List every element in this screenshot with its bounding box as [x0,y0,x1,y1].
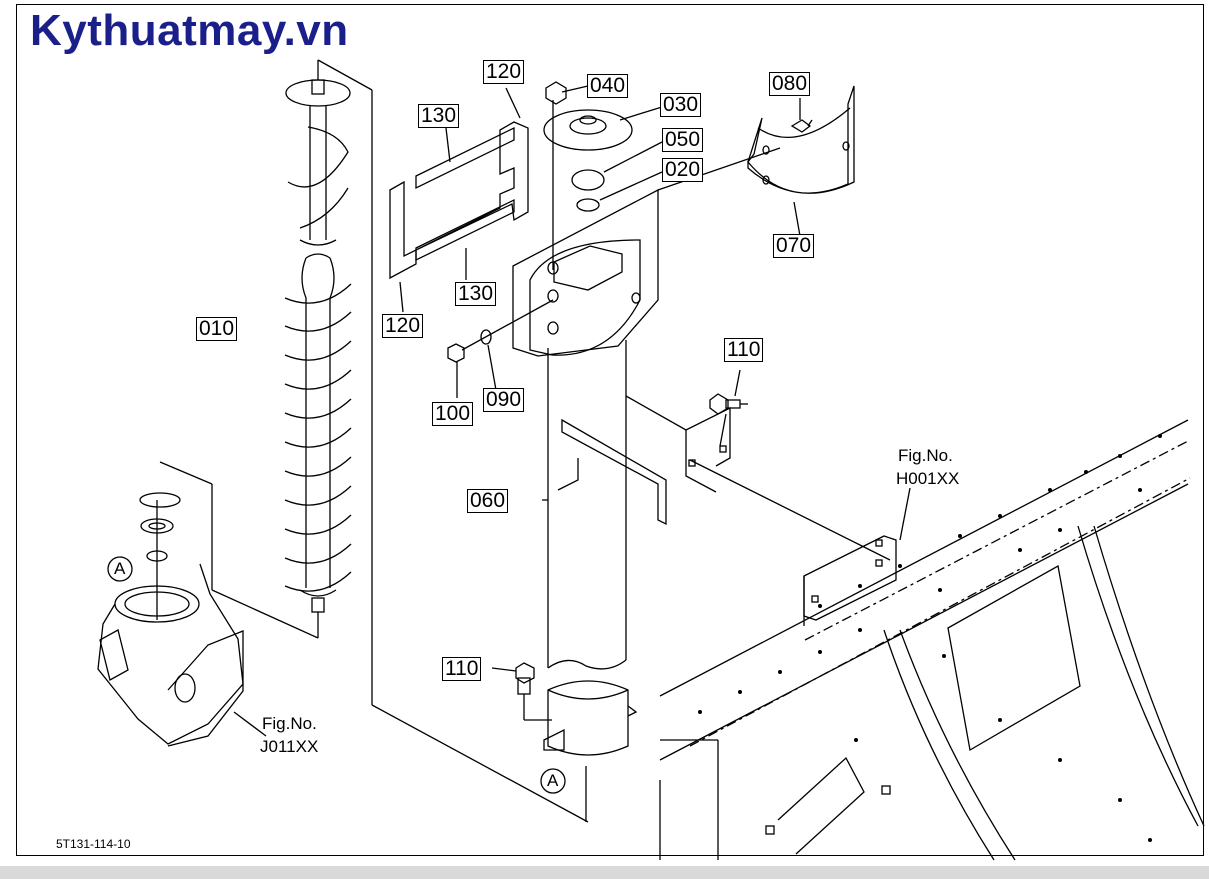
callout-040[interactable]: 040 [587,74,629,98]
nut-washer [447,299,554,398]
marker-a-bottom: A [547,771,559,790]
top-cover [747,85,855,237]
callout-030[interactable]: 030 [660,93,702,117]
fig-ref-right-code[interactable]: H001XX [896,469,960,488]
lower-bracket [491,662,638,822]
callout-050[interactable]: 050 [662,128,704,152]
tube-bracket [557,395,891,561]
watermark: Kythuatmay.vn [30,6,349,55]
bottom-band [0,866,1209,879]
callout-110-lower[interactable]: 110 [442,657,482,681]
callout-010[interactable]: 010 [196,317,238,341]
callout-130-lower[interactable]: 130 [455,282,497,306]
diagram-code: 5T131-114-10 [56,837,131,851]
gearbox-housing [97,461,319,747]
callout-060[interactable]: 060 [467,489,509,513]
callout-100[interactable]: 100 [432,402,474,426]
callout-130-upper[interactable]: 130 [418,104,460,128]
callout-120-lower[interactable]: 120 [382,314,424,338]
marker-a-left: A [114,559,126,578]
callout-080[interactable]: 080 [769,72,811,96]
callout-090[interactable]: 090 [483,388,525,412]
bolt-upper [709,369,748,447]
callout-020[interactable]: 020 [662,158,704,182]
callout-120-upper[interactable]: 120 [483,60,525,84]
fig-ref-right-label[interactable]: Fig.No. [898,446,953,465]
drawing-frame [16,4,1204,856]
marker-a-circle-left [107,556,133,582]
marker-a-circle-bottom [540,768,566,794]
chassis-frame [659,419,1205,861]
fig-ref-left-label[interactable]: Fig.No. [262,714,317,733]
auger-tube [542,340,627,670]
chassis-holes [698,434,1162,842]
callout-070[interactable]: 070 [773,234,815,258]
fig-ref-left-code[interactable]: J011XX [260,737,319,756]
upper-housing [512,147,781,357]
top-bearing-stack [543,81,663,270]
callout-110-upper[interactable]: 110 [724,338,764,362]
seal-frame [389,87,529,313]
auger-screw [284,60,352,638]
